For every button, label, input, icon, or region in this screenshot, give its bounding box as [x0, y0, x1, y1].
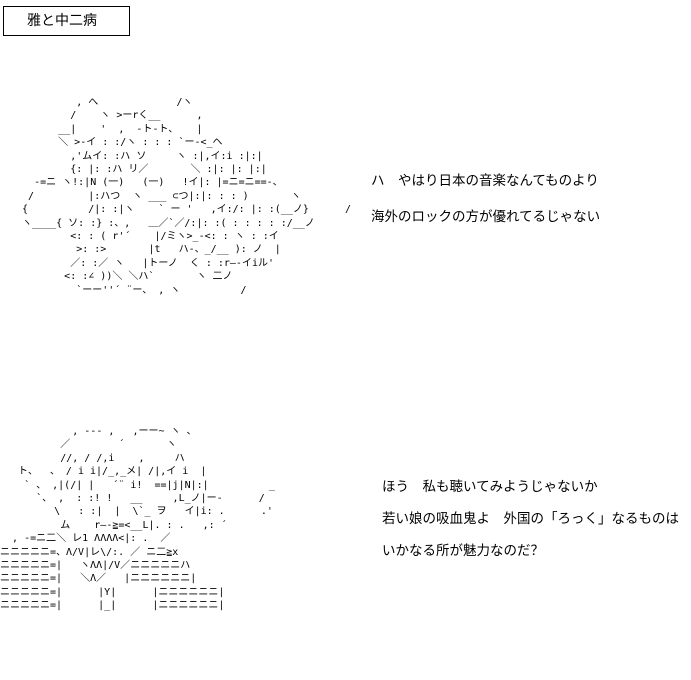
ascii-art-vampire-line: ／ ´ ヽ — [0, 439, 177, 451]
dialogue-top: ハ やはり日本の音楽なんてものより 海外のロックの方が優れてるじゃない — [371, 172, 600, 244]
dialogue-top-line-2: 海外のロックの方が優れてるじゃない — [371, 209, 601, 225]
dialogue-bottom-line-2: 若い娘の吸血鬼よ 外国の「ろっく」なるものは — [382, 511, 679, 527]
ascii-art-girl-line: __| ' , -ト-ト、 | — [10, 123, 203, 135]
ascii-art-vampire: , --- , ,ーー~ ヽ 、 ／ ´ ヽ //, / /,i , ハ ト、 … — [0, 425, 275, 613]
ascii-art-girl-line: / |:ハつ ヽ ___ ⊂つ|:|: : : ) ヽ — [10, 190, 301, 202]
dialogue-bottom: ほう 私も聴いてみようじゃないか 若い娘の吸血鬼よ 外国の「ろっく」なるものは … — [382, 478, 679, 574]
ascii-art-girl-line: <: :∠ ))＼ ＼ハ` ヽ 二ノ — [10, 271, 233, 283]
ascii-art-vampire-line: ニニニニニ=| |_| |ニニニニニニ| — [0, 600, 225, 612]
ascii-art-vampire-line: ニニニニニ=| ヽΛΛ|/V／ニニニニニハ — [0, 560, 191, 572]
ascii-art-girl-line: -=ニ ヽ!:|N (一) (一) !イ|: |=ニ=ニ==-、 — [10, 177, 283, 189]
dialogue-bottom-line-1: ほう 私も聴いてみようじゃないか — [382, 479, 598, 495]
dialogue-bottom-line-3: いかなる所が魅力なのだ？ — [382, 543, 544, 559]
ascii-art-vampire-line: , --- , ,ーー~ ヽ 、 — [0, 426, 197, 437]
ascii-art-vampire-line: ト、 、 / i i|/_,_メ| /|,イ i | — [0, 466, 207, 478]
ascii-art-vampire-line: ` 、 ,|(/| | ´¨ i! ==|j|N|:| _ — [0, 479, 275, 491]
ascii-art-girl-line: , へ /ヽ — [10, 97, 193, 108]
ascii-art-girl-line: `ーー''´ ¨ー、 , ヽ / — [10, 284, 247, 296]
ascii-art-vampire-line: ム r―-≧=<__L|. : . ,: ´ — [0, 519, 227, 531]
ascii-art-girl: , へ /ヽ / ヽ >ーrく__ , __| ' , -ト-ト、 | ＼ >-… — [10, 96, 351, 297]
ascii-art-girl-line: ＼ >-イ : :/ヽ : : : `ー-<_ヘ — [10, 137, 223, 149]
ascii-art-vampire-line: \ : :| | \`_ ヲ イ|i: . .' — [0, 506, 273, 518]
ascii-art-vampire-line: ニニニニニ=| ＼Λ／ |ニニニニニニ| — [0, 573, 197, 585]
ascii-art-girl-line: <: : ( r'´ |/ミヽ>_-<: : ヽ : :イ — [10, 231, 279, 243]
ascii-art-vampire-line: //, / /,i , ハ — [0, 452, 185, 464]
ascii-art-vampire-line: ニニニニニ=| |Y| |ニニニニニニ| — [0, 586, 225, 598]
ascii-art-girl-line: ヽ____{ ソ: :} :、, ＿／`／/:|: :( : : : : :/_… — [10, 217, 315, 229]
ascii-art-vampire-line: , -=ニ二＼ レ1 ΛΛΛΛ<|: . ／ — [0, 533, 171, 545]
ascii-art-vampire-line: ニニニニニ=、Λ/V|レ\/:. ／ ニ二≧x — [0, 546, 179, 558]
ascii-art-vampire-line: `、 , : :! ! __ ,L_ノ|ー- / — [0, 493, 265, 505]
dialogue-top-line-1: ハ やはり日本の音楽なんてものより — [371, 173, 599, 189]
ascii-art-girl-line: ,'ムイ: :ハ ソ ヽ :|,イ:i :|:| — [10, 150, 263, 162]
ascii-art-girl-line: { /|: :|ヽ ` ー ' ,イ:/: |: :(__ノ} / — [10, 204, 352, 216]
ascii-art-girl-line: {: |: :ハ リ／ ＼ :|: |: |:| — [10, 164, 267, 176]
ascii-art-girl-line: >: :> |t ハ-、_/__ ): ノ | — [10, 244, 281, 256]
title-text: 雅と中二病 — [27, 13, 97, 29]
ascii-art-girl-line: / ヽ >ーrく__ , — [10, 110, 203, 122]
ascii-art-girl-line: ／: :／ ヽ |トーノ く : :r―-イiル' — [10, 257, 274, 269]
title-box: 雅と中二病 — [3, 6, 130, 36]
